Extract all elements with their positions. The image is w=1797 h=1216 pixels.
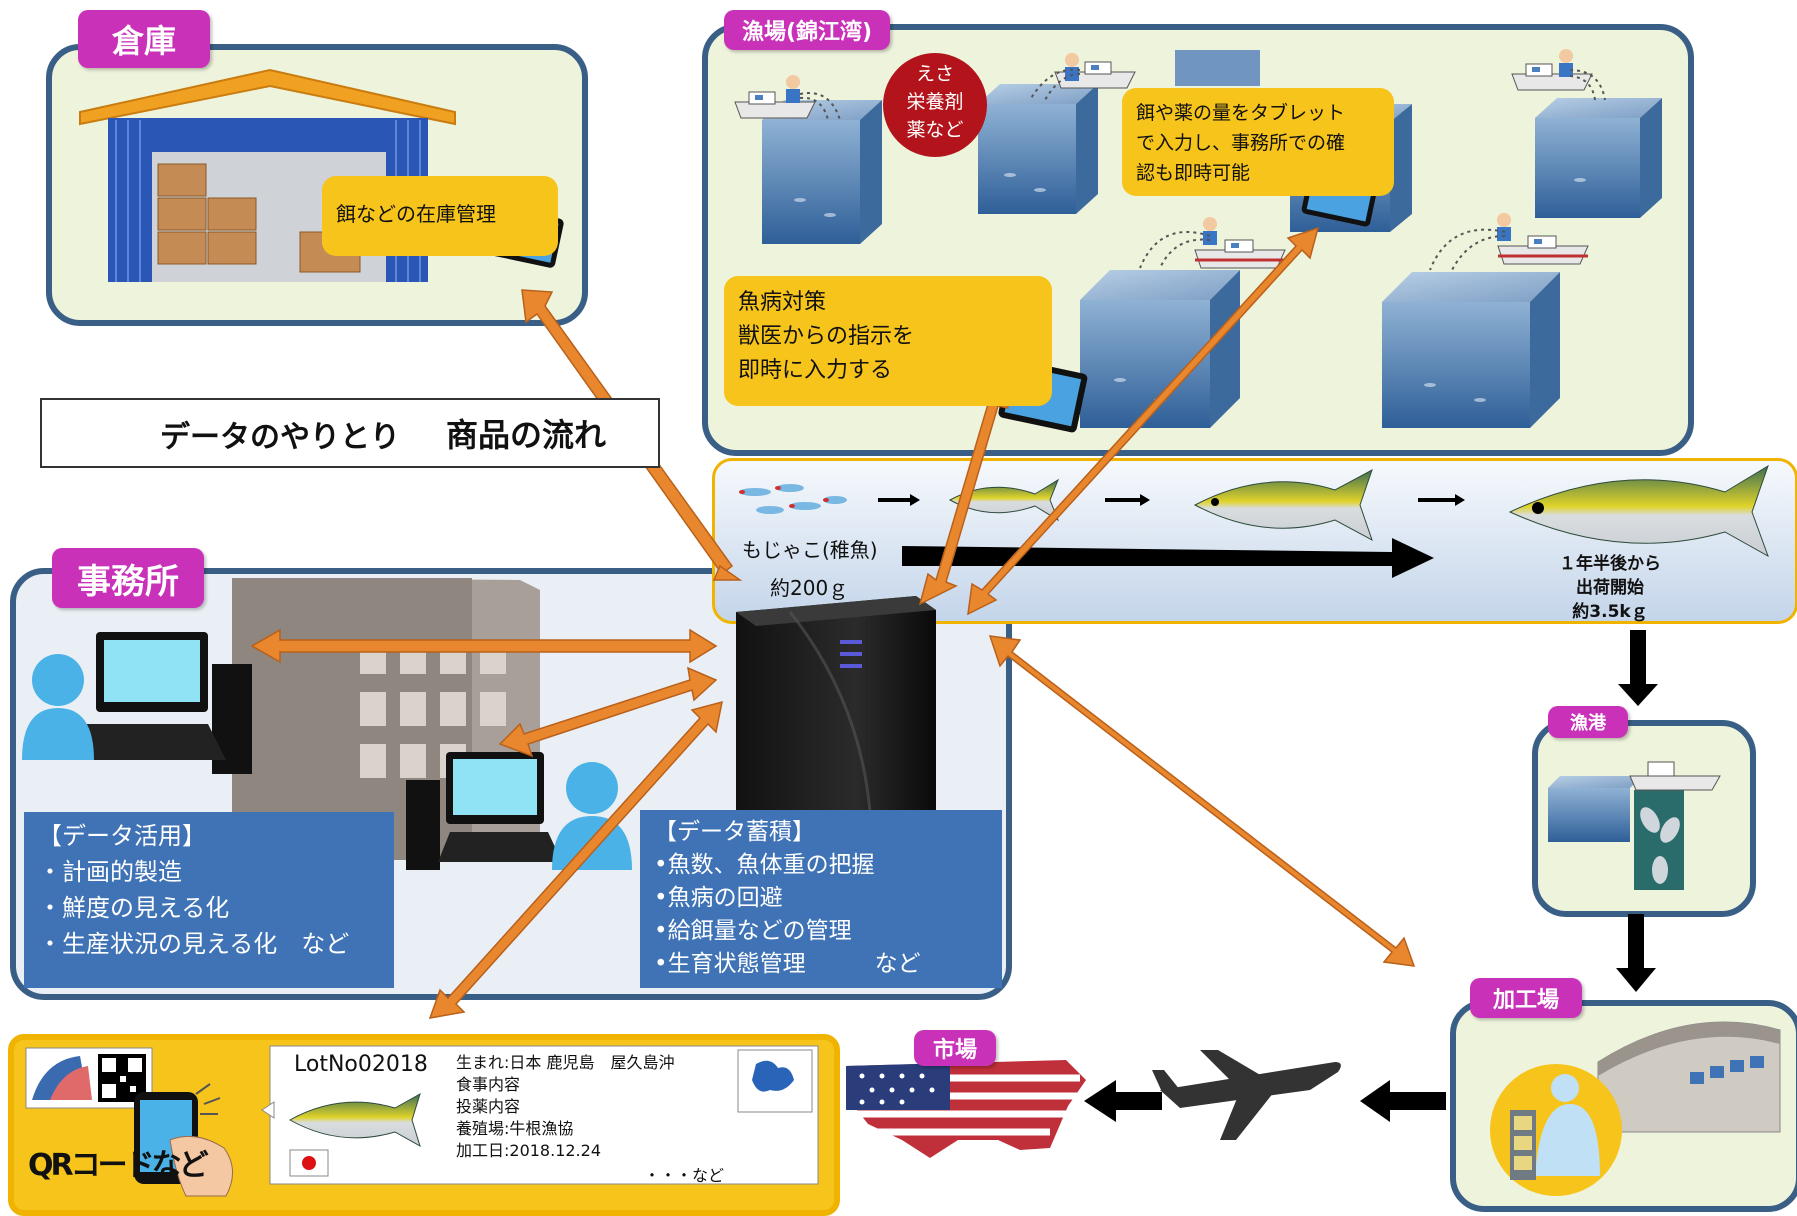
tablet-note-line-1: 餌や薬の量をタブレット bbox=[1136, 102, 1346, 124]
data-usage-item-2: ・鮮度の見える化 bbox=[38, 894, 230, 922]
adult-label-line-3: 約3.5kｇ bbox=[1572, 602, 1648, 622]
data-storage-item-1: •魚数、魚体重の把握 bbox=[654, 852, 875, 878]
feed-badge: えさ 栄養剤 薬など bbox=[883, 60, 987, 144]
data-usage-title: 【データ活用】 bbox=[38, 822, 206, 850]
fish-growth bbox=[739, 464, 1769, 558]
adult-label-line-2: 出荷開始 bbox=[1576, 578, 1644, 598]
data-usage-item-3: ・生産状況の見える化 など bbox=[38, 930, 350, 958]
label-visuals bbox=[25, 1045, 819, 1197]
data-storage-title: 【データ蓄積】 bbox=[654, 819, 815, 845]
disease-note-line-1: 魚病対策 bbox=[738, 290, 827, 315]
warehouse-tag: 倉庫 bbox=[78, 10, 210, 68]
office-tag: 事務所 bbox=[52, 548, 204, 608]
warehouse-note: 餌などの在庫管理 bbox=[322, 176, 558, 256]
feed-badge-line-1: えさ bbox=[915, 63, 954, 85]
adult-label: １年半後から 出荷開始 約3.5kｇ bbox=[1530, 552, 1690, 624]
legend-data-exchange-label: データのやりとり bbox=[160, 420, 400, 455]
feed-badge-line-3: 薬など bbox=[906, 119, 964, 141]
label-diet: 食事内容 bbox=[456, 1075, 521, 1094]
data-storage-item-4: •生育状態管理 など bbox=[654, 951, 921, 977]
feed-badge-line-2: 栄養剤 bbox=[906, 91, 964, 113]
disease-note: 魚病対策 獣医からの指示を 即時に入力する bbox=[724, 276, 1052, 406]
data-usage-item-1: ・計画的製造 bbox=[38, 858, 182, 886]
legend-product-flow-label: 商品の流れ bbox=[446, 416, 607, 454]
qr-caption: QRコードなど bbox=[28, 1148, 209, 1183]
airplane-icon bbox=[1152, 1050, 1341, 1140]
fry-weight: 約200ｇ bbox=[770, 576, 849, 600]
feeding-boats bbox=[734, 49, 1606, 271]
processing-tag: 加工場 bbox=[1470, 978, 1582, 1018]
market-tag: 市場 bbox=[914, 1030, 996, 1066]
label-farm: 養殖場:牛根漁協 bbox=[456, 1119, 574, 1138]
server-icon bbox=[736, 596, 936, 813]
product-flow-arrows bbox=[902, 538, 1658, 1122]
legend-box bbox=[40, 398, 660, 468]
tablet-note-line-3: 認も即時可能 bbox=[1136, 162, 1251, 184]
data-usage-box: 【データ活用】 ・計画的製造 ・鮮度の見える化 ・生産状況の見える化 など bbox=[24, 812, 394, 988]
tablet-note: 餌や薬の量をタブレット で入力し、事務所での確 認も即時可能 bbox=[1122, 88, 1394, 196]
data-storage-item-2: •魚病の回避 bbox=[654, 885, 783, 911]
processing-illustration bbox=[1490, 1021, 1781, 1196]
usa-map-flag bbox=[846, 1060, 1086, 1158]
disease-note-line-3: 即時に入力する bbox=[738, 358, 893, 383]
label-medication: 投薬内容 bbox=[456, 1097, 521, 1116]
tablet-note-line-2: で入力し、事務所での確 bbox=[1136, 132, 1346, 154]
fishery-tag: 漁場(錦江湾) bbox=[724, 10, 890, 50]
feed-badge-circle bbox=[883, 53, 987, 157]
label-details: 生まれ:日本 鹿児島 屋久島沖 食事内容 投薬内容 養殖場:牛根漁協 加工日:2… bbox=[456, 1052, 674, 1162]
data-storage-box: 【データ蓄積】 •魚数、魚体重の把握 •魚病の回避 •給餌量などの管理 •生育状… bbox=[640, 810, 1002, 988]
adult-label-line-1: １年半後から bbox=[1559, 554, 1661, 574]
data-exchange-arrows bbox=[66, 226, 1416, 1019]
port-illustration bbox=[1548, 761, 1721, 890]
office-computers bbox=[22, 632, 632, 870]
fry-label: もじゃこ(稚魚) bbox=[742, 538, 878, 562]
port-tag: 漁港 bbox=[1548, 706, 1628, 738]
lot-number: LotNo02018 bbox=[294, 1052, 428, 1077]
data-storage-item-3: •給餌量などの管理 bbox=[654, 918, 852, 944]
label-processing-date: 加工日:2018.12.24 bbox=[456, 1141, 602, 1160]
disease-note-line-2: 獣医からの指示を bbox=[738, 324, 915, 349]
label-etc: ・・・など bbox=[644, 1166, 725, 1185]
label-origin: 生まれ:日本 鹿児島 屋久島沖 bbox=[456, 1053, 675, 1072]
